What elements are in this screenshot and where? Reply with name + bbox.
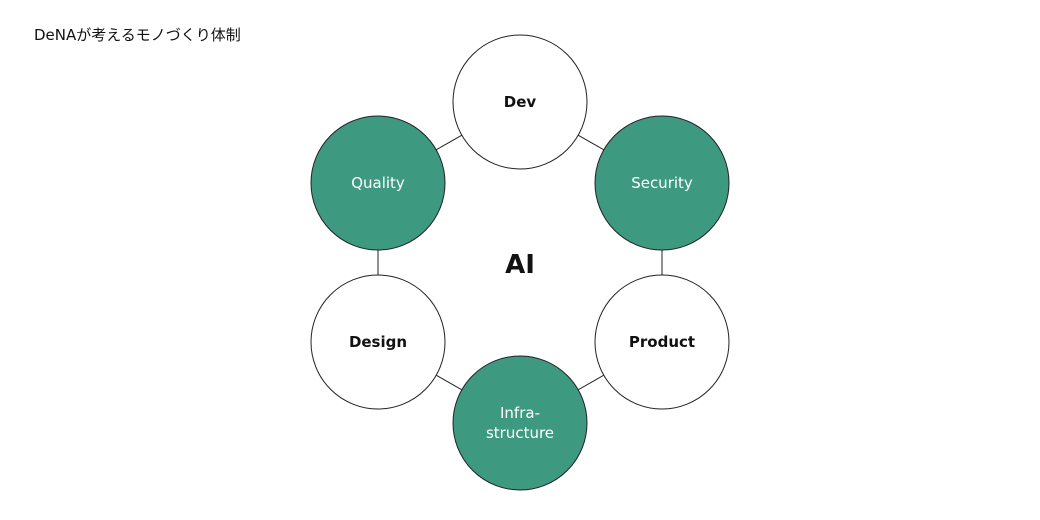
node-label-infrastructure-line-2: structure (486, 424, 554, 442)
node-security: Security (594, 115, 730, 251)
page-title: DeNAが考えるモノづくり体制 (34, 26, 241, 44)
node-infrastructure: Infra-structure (452, 355, 588, 491)
node-circle-design (310, 274, 446, 410)
node-label-security: Security (631, 174, 693, 192)
center-label-ai: AI (505, 250, 535, 280)
node-label-quality: Quality (351, 174, 405, 192)
node-dev: Dev (452, 34, 588, 170)
node-label-dev: Dev (504, 93, 537, 111)
node-circle-security (594, 115, 730, 251)
node-label-design: Design (349, 333, 407, 351)
node-label-product: Product (629, 333, 695, 351)
node-label-infrastructure-line-1: Infra- (500, 404, 540, 422)
node-circle-dev (452, 34, 588, 170)
node-circle-product (594, 274, 730, 410)
node-circle-infrastructure (452, 355, 588, 491)
node-product: Product (594, 274, 730, 410)
node-quality: Quality (310, 115, 446, 251)
node-circle-quality (310, 115, 446, 251)
node-design: Design (310, 274, 446, 410)
